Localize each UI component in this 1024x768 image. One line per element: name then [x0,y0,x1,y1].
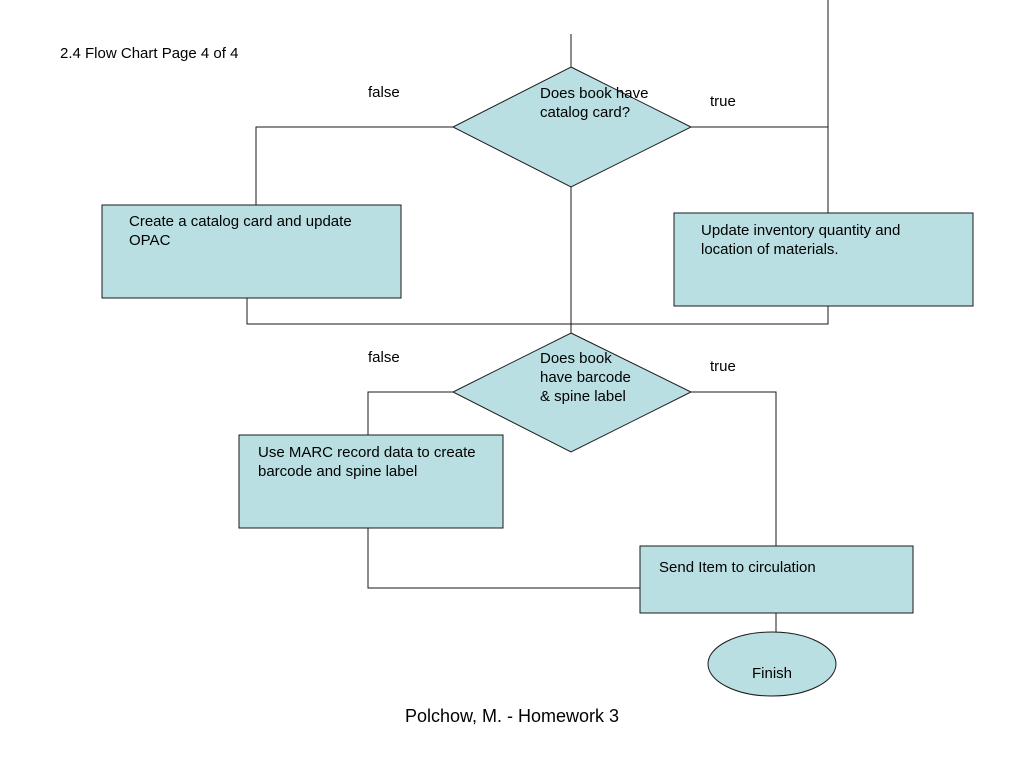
decision-catalog-card-false-label: false [368,84,400,101]
process-update-inventory-shape [673,212,974,307]
process-send-to-circulation-text: Send Item to circulation [659,559,816,576]
terminal-finish-text: Finish [751,665,792,682]
connector-lines [246,0,829,632]
decision-catalog-card-text: Does book have catalog card? [540,85,649,121]
connector-decision2-true [691,391,777,546]
connector-marc-to-circulation [367,528,640,589]
process-send-to-circulation-shape [639,545,914,614]
footer-author: Polchow, M. - Homework 3 [404,706,620,726]
decision-catalog-card-true-label: true [710,93,736,110]
decision-catalog-card-shape [451,66,693,188]
terminal-finish-shape [707,631,837,697]
process-use-marc-record-shape [238,434,504,529]
decision-barcode-spine-text: Does book have barcode & spine label [540,350,631,405]
process-use-marc-record-text: Use MARC record data to create barcode a… [258,444,476,480]
decision-barcode-spine-true-label: true [710,358,736,375]
connector-decision2-false [367,391,453,435]
decision-barcode-spine-shape [451,332,693,453]
decision-barcode-spine-false-label: false [368,349,400,366]
connector-decision1-false [255,126,453,205]
process-update-inventory-text: Update inventory quantity and location o… [701,222,901,258]
connector-catalog-card-merge [246,298,829,325]
page-heading: 2.4 Flow Chart Page 4 of 4 [60,45,239,62]
process-create-catalog-card-shape [101,204,402,299]
process-create-catalog-card-text: Create a catalog card and update OPAC [129,213,352,249]
